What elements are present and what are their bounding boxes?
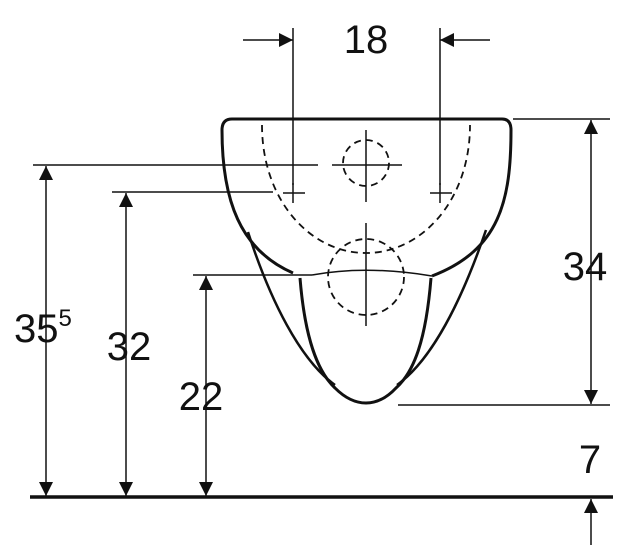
extension-lines [33,28,610,406]
dim-floor-offset: 7 [579,438,601,482]
dimension-lines [39,33,598,545]
bowl-rim-line [311,269,433,277]
center-marks [283,130,452,326]
toilet-outline [220,117,513,405]
dim-inlet-height: 22 [179,375,224,419]
dim-outlet-spacing: 18 [344,18,389,62]
dim-outlet-height: 355 [14,305,72,351]
dim-bowl-height: 34 [563,245,608,289]
dim-fixing-height: 32 [107,325,152,369]
